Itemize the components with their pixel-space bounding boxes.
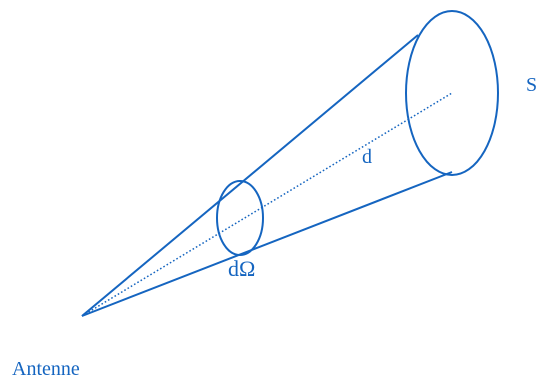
solid-angle-label: dΩ bbox=[228, 256, 256, 281]
cone-upper-edge bbox=[81, 34, 419, 317]
distance-label: d bbox=[362, 146, 372, 168]
surface-ellipse bbox=[405, 10, 499, 176]
antenna-label: Antenne bbox=[12, 358, 80, 380]
cone-axis bbox=[81, 92, 453, 317]
surface-label: S bbox=[526, 74, 536, 96]
small-section-ellipse bbox=[216, 180, 264, 256]
cone-lower-edge bbox=[81, 171, 453, 317]
